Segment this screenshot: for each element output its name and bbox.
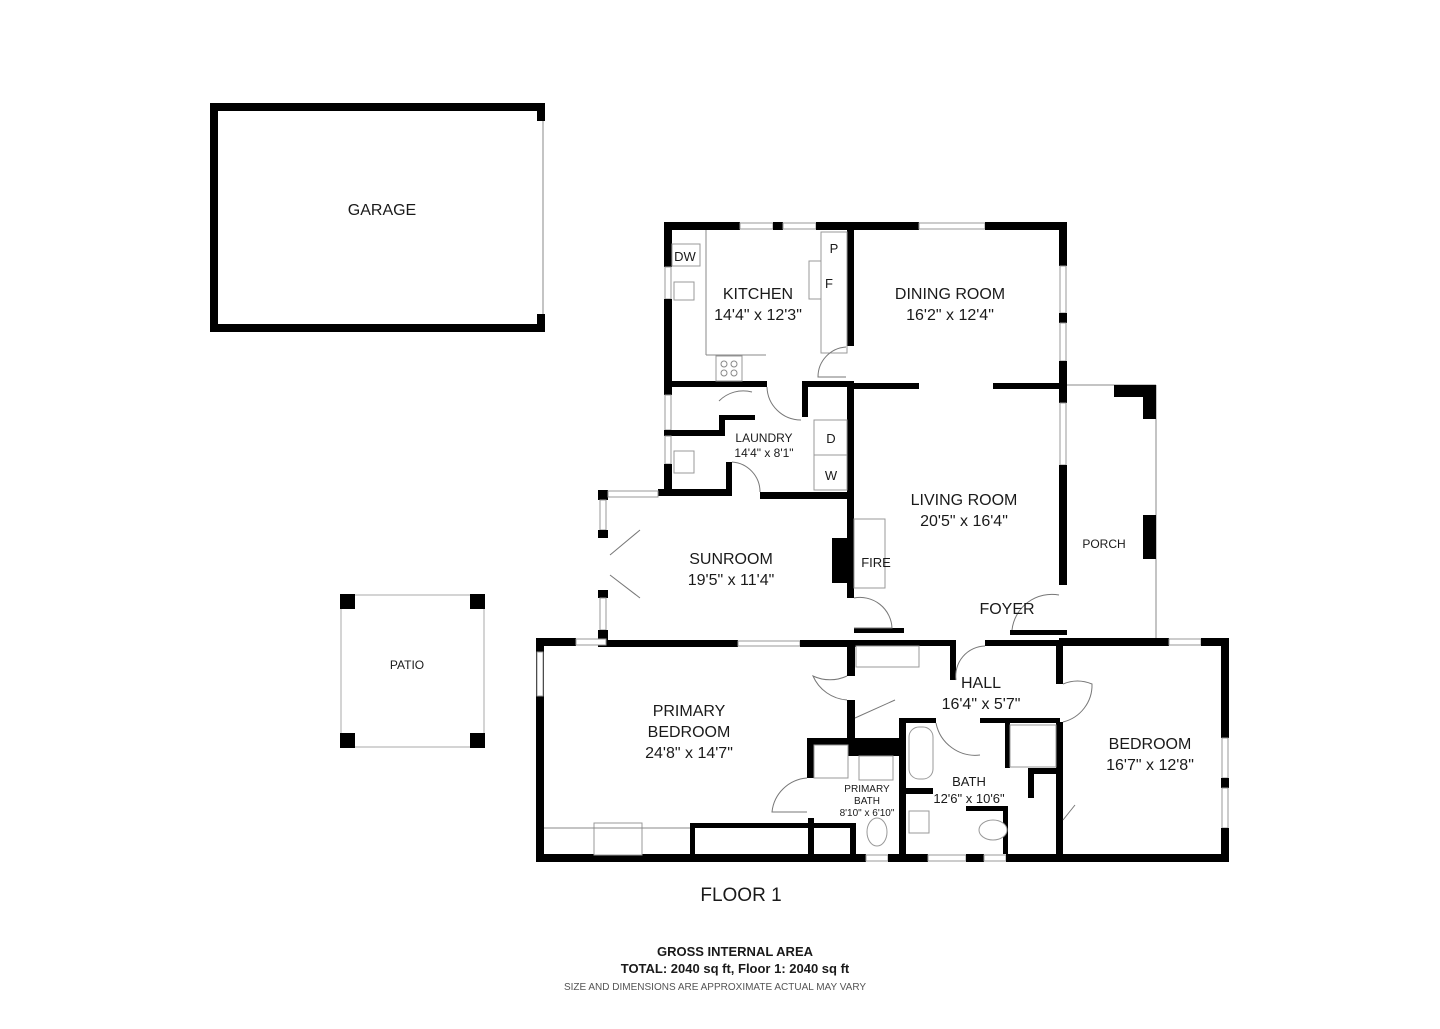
area-heading: GROSS INTERNAL AREA <box>656 944 814 959</box>
area-total: TOTAL: 2040 sq ft, Floor 1: 2040 sq ft <box>620 961 850 976</box>
room-foyer: FOYER <box>979 599 1034 620</box>
room-name: HALL <box>960 675 1002 692</box>
fixtures <box>544 230 1093 856</box>
room-name: PATIO <box>389 658 425 672</box>
room-name: PORCH <box>1082 537 1126 551</box>
room-name: BEDROOM <box>1108 736 1192 753</box>
room-name: SUNROOM <box>689 551 773 568</box>
room-name: LAUNDRY <box>735 431 793 445</box>
room-dims: 8'10" x 6'10" <box>839 808 895 819</box>
patio-outline <box>340 594 485 748</box>
room-bath: BATH 12'6" x 10'6" <box>933 773 1004 807</box>
room-name: KITCHEN <box>722 286 794 303</box>
room-porch: PORCH <box>1082 537 1125 552</box>
room-dims: 20'5" x 16'4" <box>920 513 1008 530</box>
pantry-label: P <box>829 241 839 256</box>
room-hall: HALL 16'4" x 5'7" <box>942 673 1021 715</box>
room-dims: 12'6" x 10'6" <box>933 791 1005 806</box>
room-name-line2: BEDROOM <box>647 724 731 741</box>
disclaimer: SIZE AND DIMENSIONS ARE APPROXIMATE ACTU… <box>563 982 867 993</box>
dishwasher-label: DW <box>674 249 696 264</box>
room-name: DINING ROOM <box>894 286 1006 303</box>
room-name: LIVING ROOM <box>910 492 1018 509</box>
room-name-line1: PRIMARY <box>652 703 726 720</box>
dryer-label: D <box>826 431 836 446</box>
room-primary-bath: PRIMARY BATH 8'10" x 6'10" <box>840 784 895 820</box>
fireplace-label: FIRE <box>861 555 891 570</box>
garage-walls <box>210 103 545 332</box>
washer-label: W <box>824 468 838 483</box>
main-house-walls <box>536 222 1229 862</box>
room-name: GARAGE <box>347 202 417 219</box>
room-laundry: LAUNDRY 14'4" x 8'1" <box>734 431 793 461</box>
room-kitchen: KITCHEN 14'4" x 12'3" <box>714 284 802 326</box>
room-name: BATH <box>952 774 986 789</box>
floor-title: FLOOR 1 <box>700 885 782 906</box>
room-dims: 14'4" x 8'1" <box>734 446 794 460</box>
room-dims: 19'5" x 11'4" <box>687 572 775 589</box>
room-dims: 24'8" x 14'7" <box>645 745 733 762</box>
room-name: FOYER <box>979 601 1035 618</box>
room-dims: 14'4" x 12'3" <box>714 307 802 324</box>
room-dims: 16'4" x 5'7" <box>941 696 1021 713</box>
room-patio: PATIO <box>390 658 424 673</box>
room-bedroom: BEDROOM 16'7" x 12'8" <box>1106 734 1194 776</box>
room-dining: DINING ROOM 16'2" x 12'4" <box>895 284 1005 326</box>
room-sunroom: SUNROOM 19'5" x 11'4" <box>688 549 775 591</box>
room-living: LIVING ROOM 20'5" x 16'4" <box>911 490 1018 532</box>
room-dims: 16'2" x 12'4" <box>906 307 994 324</box>
room-primary-bedroom: PRIMARY BEDROOM 24'8" x 14'7" <box>645 701 733 764</box>
room-name-line1: PRIMARY <box>844 784 890 795</box>
room-name-line2: BATH <box>854 796 880 807</box>
room-garage: GARAGE <box>348 200 416 221</box>
gross-area: GROSS INTERNAL AREA TOTAL: 2040 sq ft, F… <box>621 943 850 977</box>
room-dims: 16'7" x 12'8" <box>1106 757 1194 774</box>
fridge-label: F <box>825 276 833 291</box>
